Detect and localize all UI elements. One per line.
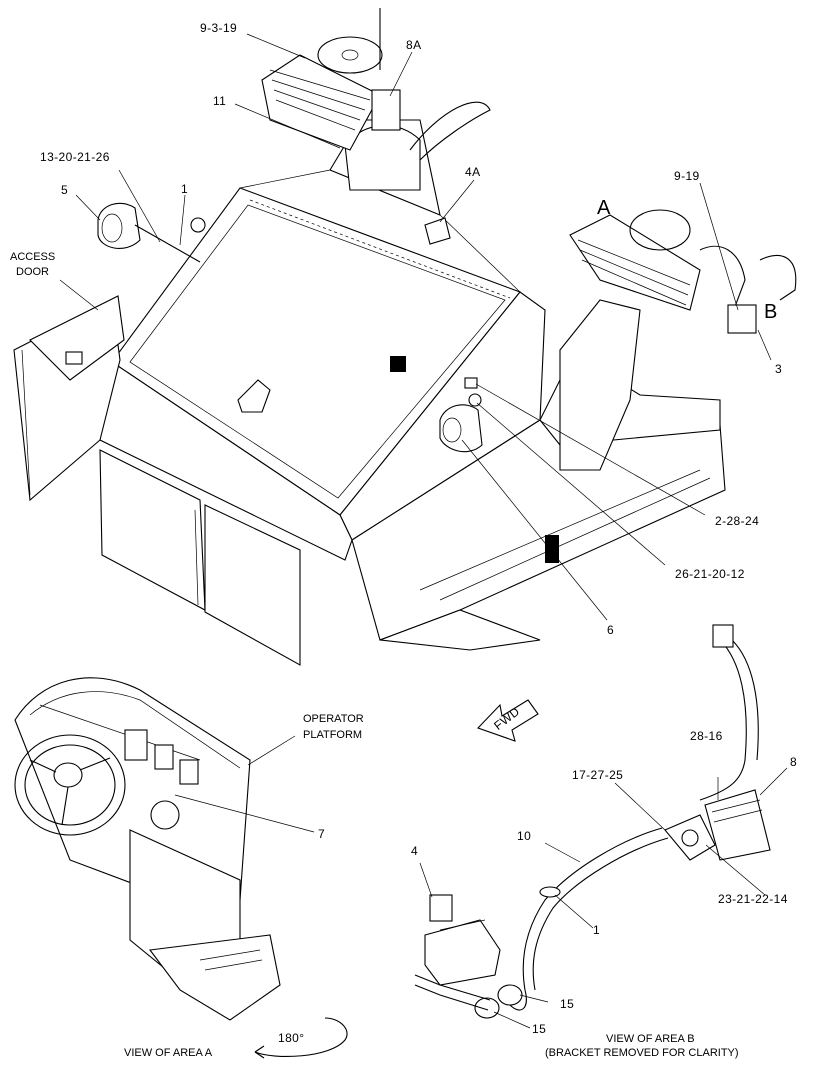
callout-1-top: 1 (181, 182, 188, 196)
callout-9-3-19: 9-3-19 (200, 21, 237, 35)
access-door-label-line2: DOOR (16, 266, 49, 278)
machine-cab-drawing (13, 8, 797, 666)
view-captions: VIEW OF AREA A VIEW OF AREA B (BRACKET R… (124, 1033, 739, 1059)
callout-1-bottom: 1 (593, 923, 600, 937)
callout-11: 11 (213, 94, 226, 108)
callout-4: 4 (411, 844, 418, 858)
callout-15-lower: 15 (532, 1022, 546, 1036)
callout-13-20-21-26: 13-20-21-26 (40, 150, 110, 164)
callout-23-21-22-14: 23-21-22-14 (718, 892, 788, 906)
callout-2-28-24: 2-28-24 (715, 514, 759, 528)
area-b-detail-drawing (414, 624, 771, 1019)
rotation-arrow-180: 180° (254, 1017, 348, 1059)
area-a-marker: A (597, 197, 611, 219)
callout-6: 6 (607, 623, 614, 637)
operator-platform-label-line1: OPERATOR (303, 713, 364, 725)
callout-15-upper: 15 (560, 997, 574, 1011)
callout-4a: 4A (465, 165, 480, 179)
callout-7: 7 (318, 827, 325, 841)
leader-lines (59, 33, 788, 1029)
access-door-label-line1: ACCESS (10, 251, 55, 263)
caption-view-area-b-line2: (BRACKET REMOVED FOR CLARITY) (545, 1047, 739, 1059)
callout-17-27-25: 17-27-25 (572, 768, 623, 782)
callout-26-21-20-12: 26-21-20-12 (675, 567, 745, 581)
callout-28-16: 28-16 (690, 729, 723, 743)
caption-view-area-a: VIEW OF AREA A (124, 1047, 213, 1059)
area-b-marker: B (764, 301, 777, 323)
forward-arrow: FWD (477, 699, 539, 742)
operator-platform-label-line2: PLATFORM (303, 729, 362, 741)
operator-platform-drawing (14, 677, 281, 1021)
callout-10: 10 (517, 829, 531, 843)
callout-8a: 8A (406, 38, 421, 52)
callout-3: 3 (775, 362, 782, 376)
rotation-label: 180° (278, 1031, 304, 1045)
callout-8: 8 (790, 755, 797, 769)
caption-view-area-b-line1: VIEW OF AREA B (606, 1033, 695, 1045)
callout-5: 5 (61, 183, 68, 197)
callout-9-19: 9-19 (674, 169, 700, 183)
callout-labels: 9-3-19 8A 11 13-20-21-26 5 1 4A 9-19 A B… (10, 21, 797, 1036)
